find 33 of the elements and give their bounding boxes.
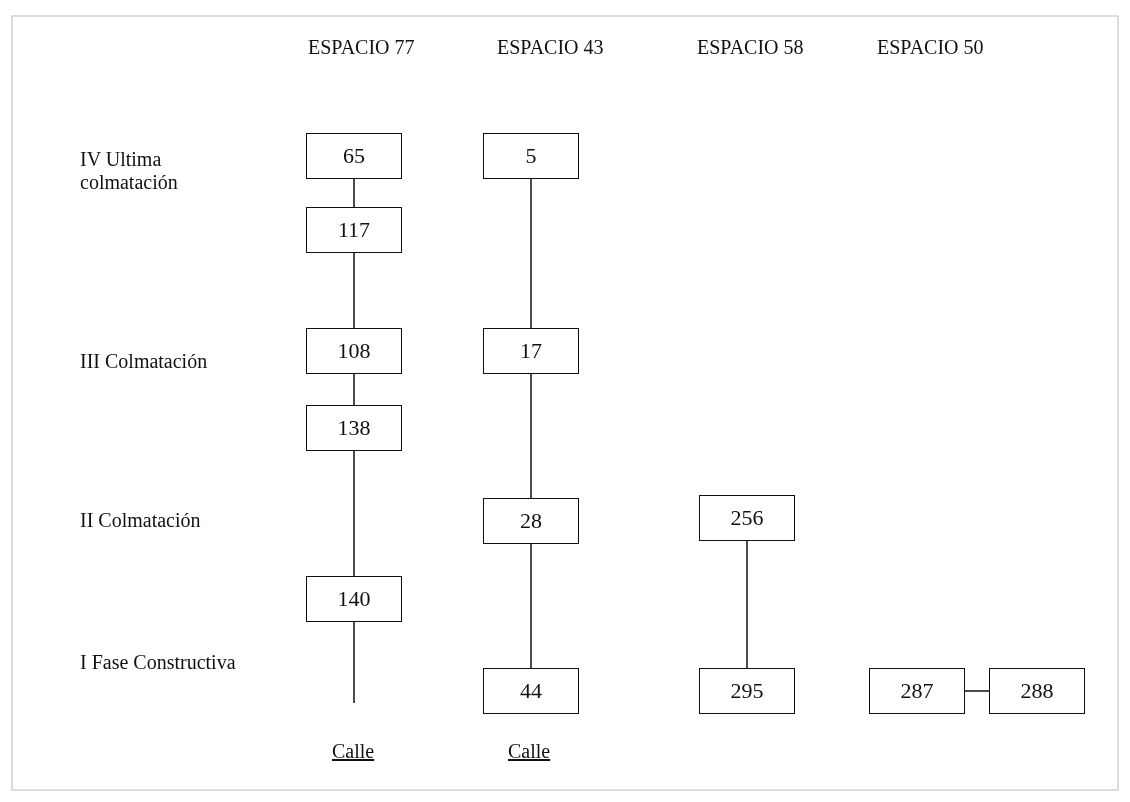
unit-box: 5 xyxy=(483,133,579,179)
street-label: Calle xyxy=(508,740,551,763)
phase-label: I Fase Constructiva xyxy=(80,651,236,674)
phase-label: III Colmatación xyxy=(80,350,208,373)
unit-box: 65 xyxy=(306,133,402,179)
column-header: ESPACIO 50 xyxy=(877,36,984,59)
unit-box: 140 xyxy=(306,576,402,622)
column-header: ESPACIO 43 xyxy=(497,36,604,59)
unit-box: 17 xyxy=(483,328,579,374)
phase-label: II Colmatación xyxy=(80,509,201,532)
unit-box: 44 xyxy=(483,668,579,714)
connector-line xyxy=(530,373,532,499)
unit-box: 288 xyxy=(989,668,1085,714)
street-label: Calle xyxy=(332,740,375,763)
unit-box: 295 xyxy=(699,668,795,714)
connector-line xyxy=(353,178,355,208)
connector-line xyxy=(353,373,355,406)
unit-box: 28 xyxy=(483,498,579,544)
unit-box: 108 xyxy=(306,328,402,374)
connector-line xyxy=(353,450,355,577)
connector-line xyxy=(964,690,990,692)
column-header: ESPACIO 77 xyxy=(308,36,415,59)
connector-line xyxy=(353,252,355,329)
unit-box: 256 xyxy=(699,495,795,541)
phase-label: IV Ultima colmatación xyxy=(80,148,179,194)
connector-line xyxy=(530,178,532,329)
connector-line xyxy=(353,621,355,704)
unit-box: 117 xyxy=(306,207,402,253)
unit-box: 287 xyxy=(869,668,965,714)
connector-line xyxy=(530,543,532,669)
column-header: ESPACIO 58 xyxy=(697,36,804,59)
unit-box: 138 xyxy=(306,405,402,451)
connector-line xyxy=(746,540,748,669)
